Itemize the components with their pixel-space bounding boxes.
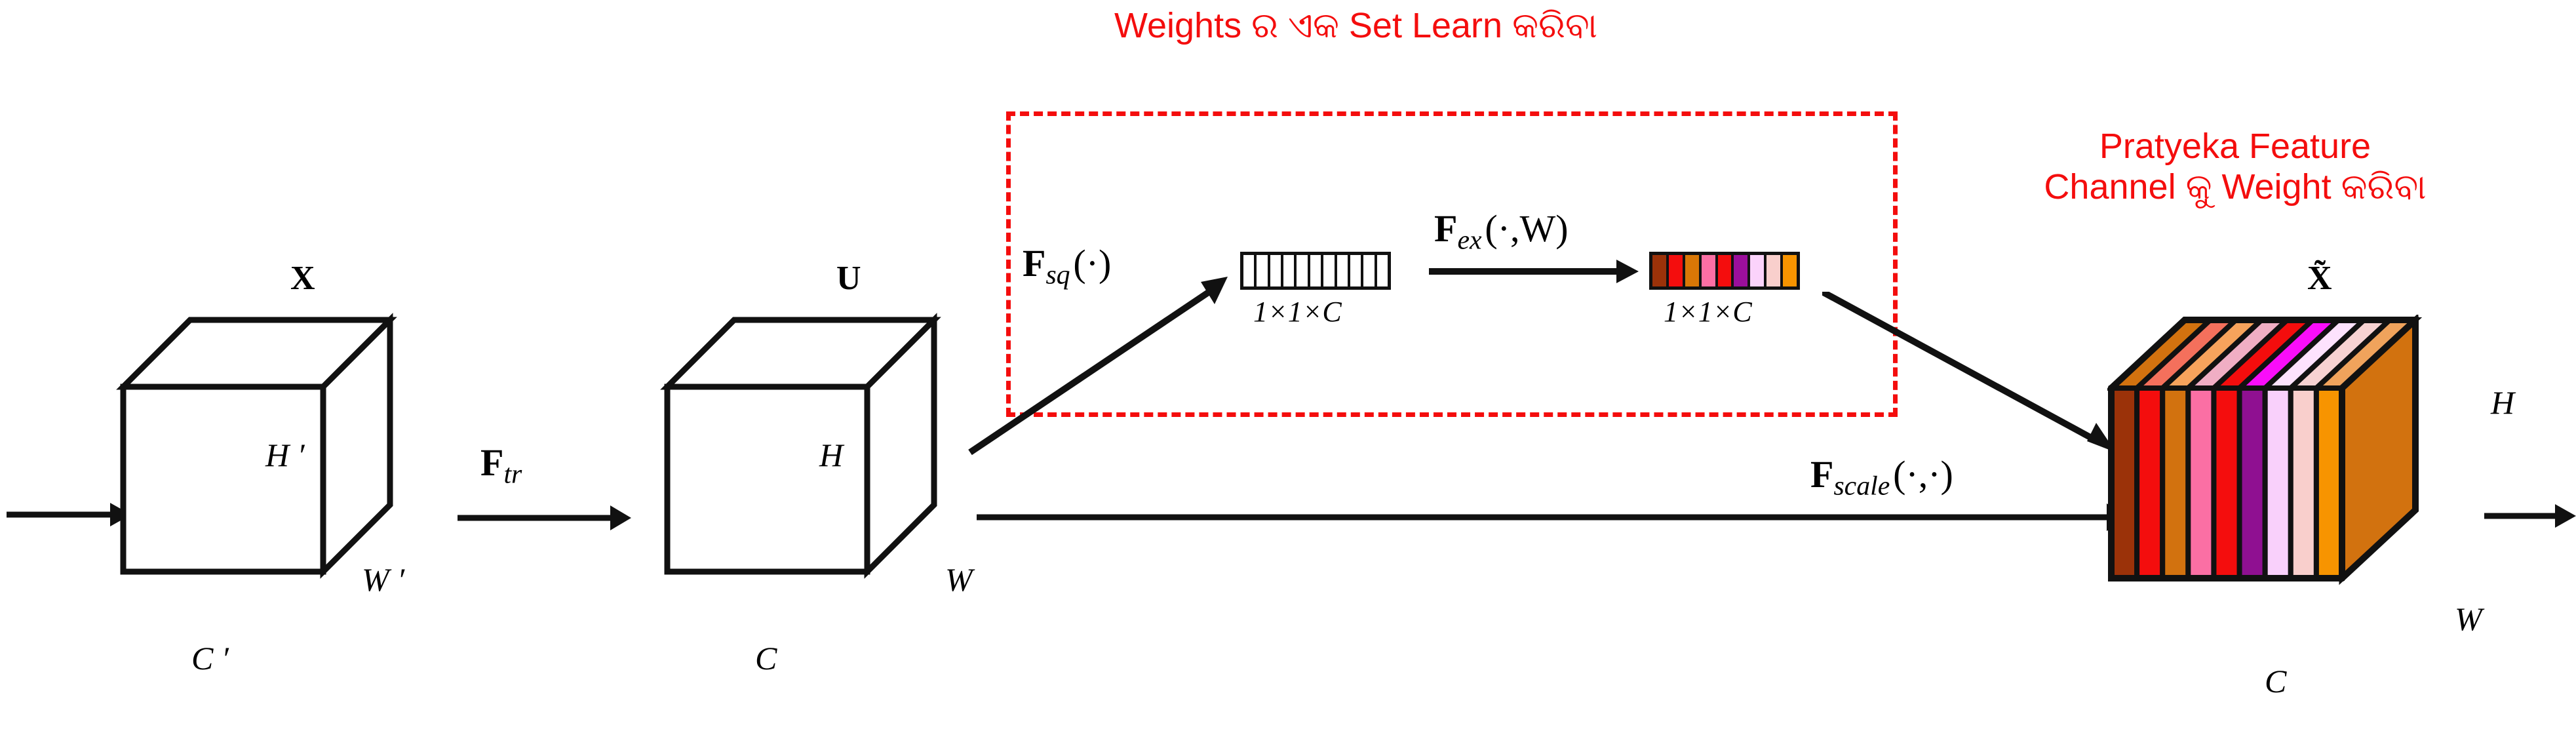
- f-ex-base: F: [1434, 207, 1458, 250]
- cube-x: [116, 313, 397, 590]
- f-ex-arrow-icon: [1429, 260, 1639, 283]
- right-annotation-line1: Pratyeka Feature: [2099, 127, 2371, 166]
- cube-u-name-label: U: [836, 260, 861, 297]
- cube-x-tilde-name-label: X̃: [2307, 260, 2332, 297]
- vector-cell: [1668, 255, 1685, 286]
- right-annotation-block: Pratyeka Feature Channel କୁ Weight କରିବା: [1953, 126, 2517, 207]
- vector-cell: [1766, 255, 1784, 286]
- cube-x-tilde-outline: [2108, 317, 2419, 581]
- cube-x-tilde-front-slab: [2313, 385, 2345, 581]
- f-scale-arrow-icon: [977, 503, 2130, 531]
- f-sq-label: Fsq (·): [1023, 241, 1111, 291]
- vector-cell: [1652, 255, 1669, 286]
- cube-x-wireframe: [116, 313, 397, 579]
- f-tr-sub: tr: [503, 459, 522, 490]
- vector-cell: [1297, 255, 1310, 286]
- f-scale-sub: scale: [1833, 471, 1890, 502]
- scale-diagonal-arrow-icon: [1822, 292, 2116, 452]
- vector-cell: [1337, 255, 1350, 286]
- cube-x-tilde-channel-label: C: [2265, 663, 2287, 699]
- cube-x-tilde-front-slab: [2185, 385, 2217, 581]
- cube-x-tilde-front-slab: [2236, 385, 2268, 581]
- cube-x-tilde: [2104, 313, 2455, 629]
- f-tr-label: Ftr: [480, 441, 522, 490]
- cube-u-width-label: W: [945, 561, 973, 598]
- f-tr-base: F: [480, 441, 504, 484]
- f-scale-args: (·,·): [1893, 453, 1953, 496]
- input-arrow-icon: [7, 503, 131, 526]
- output-arrow-icon: [2484, 504, 2576, 528]
- f-sq-arrow-icon: [968, 277, 1228, 456]
- squeeze-vector-dim-label: 1×1×C: [1253, 296, 1342, 328]
- cube-x-tilde-graphic: [2104, 313, 2423, 585]
- vector-cell: [1257, 255, 1270, 286]
- f-ex-label: Fex (·,W): [1434, 207, 1569, 256]
- vector-cell: [1283, 255, 1297, 286]
- f-ex-sub: ex: [1457, 225, 1482, 256]
- cube-x-tilde-front-slab: [2109, 385, 2140, 581]
- excite-vector: [1649, 252, 1800, 290]
- f-tr-arrow-icon: [458, 505, 631, 530]
- right-annotation-line2: Channel କୁ Weight କରିବା: [2044, 167, 2427, 207]
- vector-cell: [1685, 255, 1702, 286]
- f-scale-label: Fscale (·,·): [1810, 452, 1953, 502]
- f-sq-base: F: [1023, 242, 1046, 285]
- f-scale-base: F: [1810, 453, 1834, 496]
- squeeze-excite-dashed-box: [1006, 111, 1898, 417]
- vector-cell: [1243, 255, 1257, 286]
- cube-u-wireframe: [660, 313, 941, 579]
- cube-x-name-label: X: [290, 260, 315, 297]
- cube-x-channel-label: C ′: [191, 640, 229, 677]
- cube-u-height-label: H: [819, 437, 844, 473]
- cube-x-tilde-front-slab: [2211, 385, 2242, 581]
- squeeze-vector: [1240, 252, 1391, 290]
- f-sq-sub: sq: [1045, 260, 1070, 290]
- vector-cell: [1717, 255, 1734, 286]
- vector-cell: [1734, 255, 1751, 286]
- cube-x-tilde-edge: [2339, 317, 2418, 391]
- vector-cell: [1310, 255, 1324, 286]
- vector-cell: [1363, 255, 1377, 286]
- cube-x-height-label: H ′: [265, 437, 305, 473]
- vector-cell: [1783, 255, 1797, 286]
- cube-x-tilde-front-slab: [2134, 385, 2166, 581]
- f-ex-args: (·,W): [1485, 207, 1569, 250]
- cube-u-channel-label: C: [755, 640, 777, 677]
- vector-cell: [1323, 255, 1337, 286]
- vector-cell: [1750, 255, 1767, 286]
- cube-x-tilde-front-slab: [2262, 385, 2293, 581]
- cube-x-width-label: W ′: [362, 561, 405, 598]
- cube-x-tilde-width-label: W: [2455, 601, 2482, 637]
- cube-x-tilde-front-slab: [2288, 385, 2319, 581]
- cube-x-tilde-front-slab: [2160, 385, 2191, 581]
- vector-cell: [1701, 255, 1718, 286]
- vector-cell: [1350, 255, 1364, 286]
- vector-cell: [1376, 255, 1388, 286]
- f-sq-args: (·): [1073, 242, 1112, 285]
- excite-vector-dim-label: 1×1×C: [1664, 296, 1753, 328]
- top-annotation-label: Weights ର ଏକ Set Learn କରିବା: [1114, 6, 1598, 45]
- cube-x-tilde-height-label: H: [2491, 384, 2515, 421]
- vector-cell: [1270, 255, 1284, 286]
- cube-u: [660, 313, 941, 590]
